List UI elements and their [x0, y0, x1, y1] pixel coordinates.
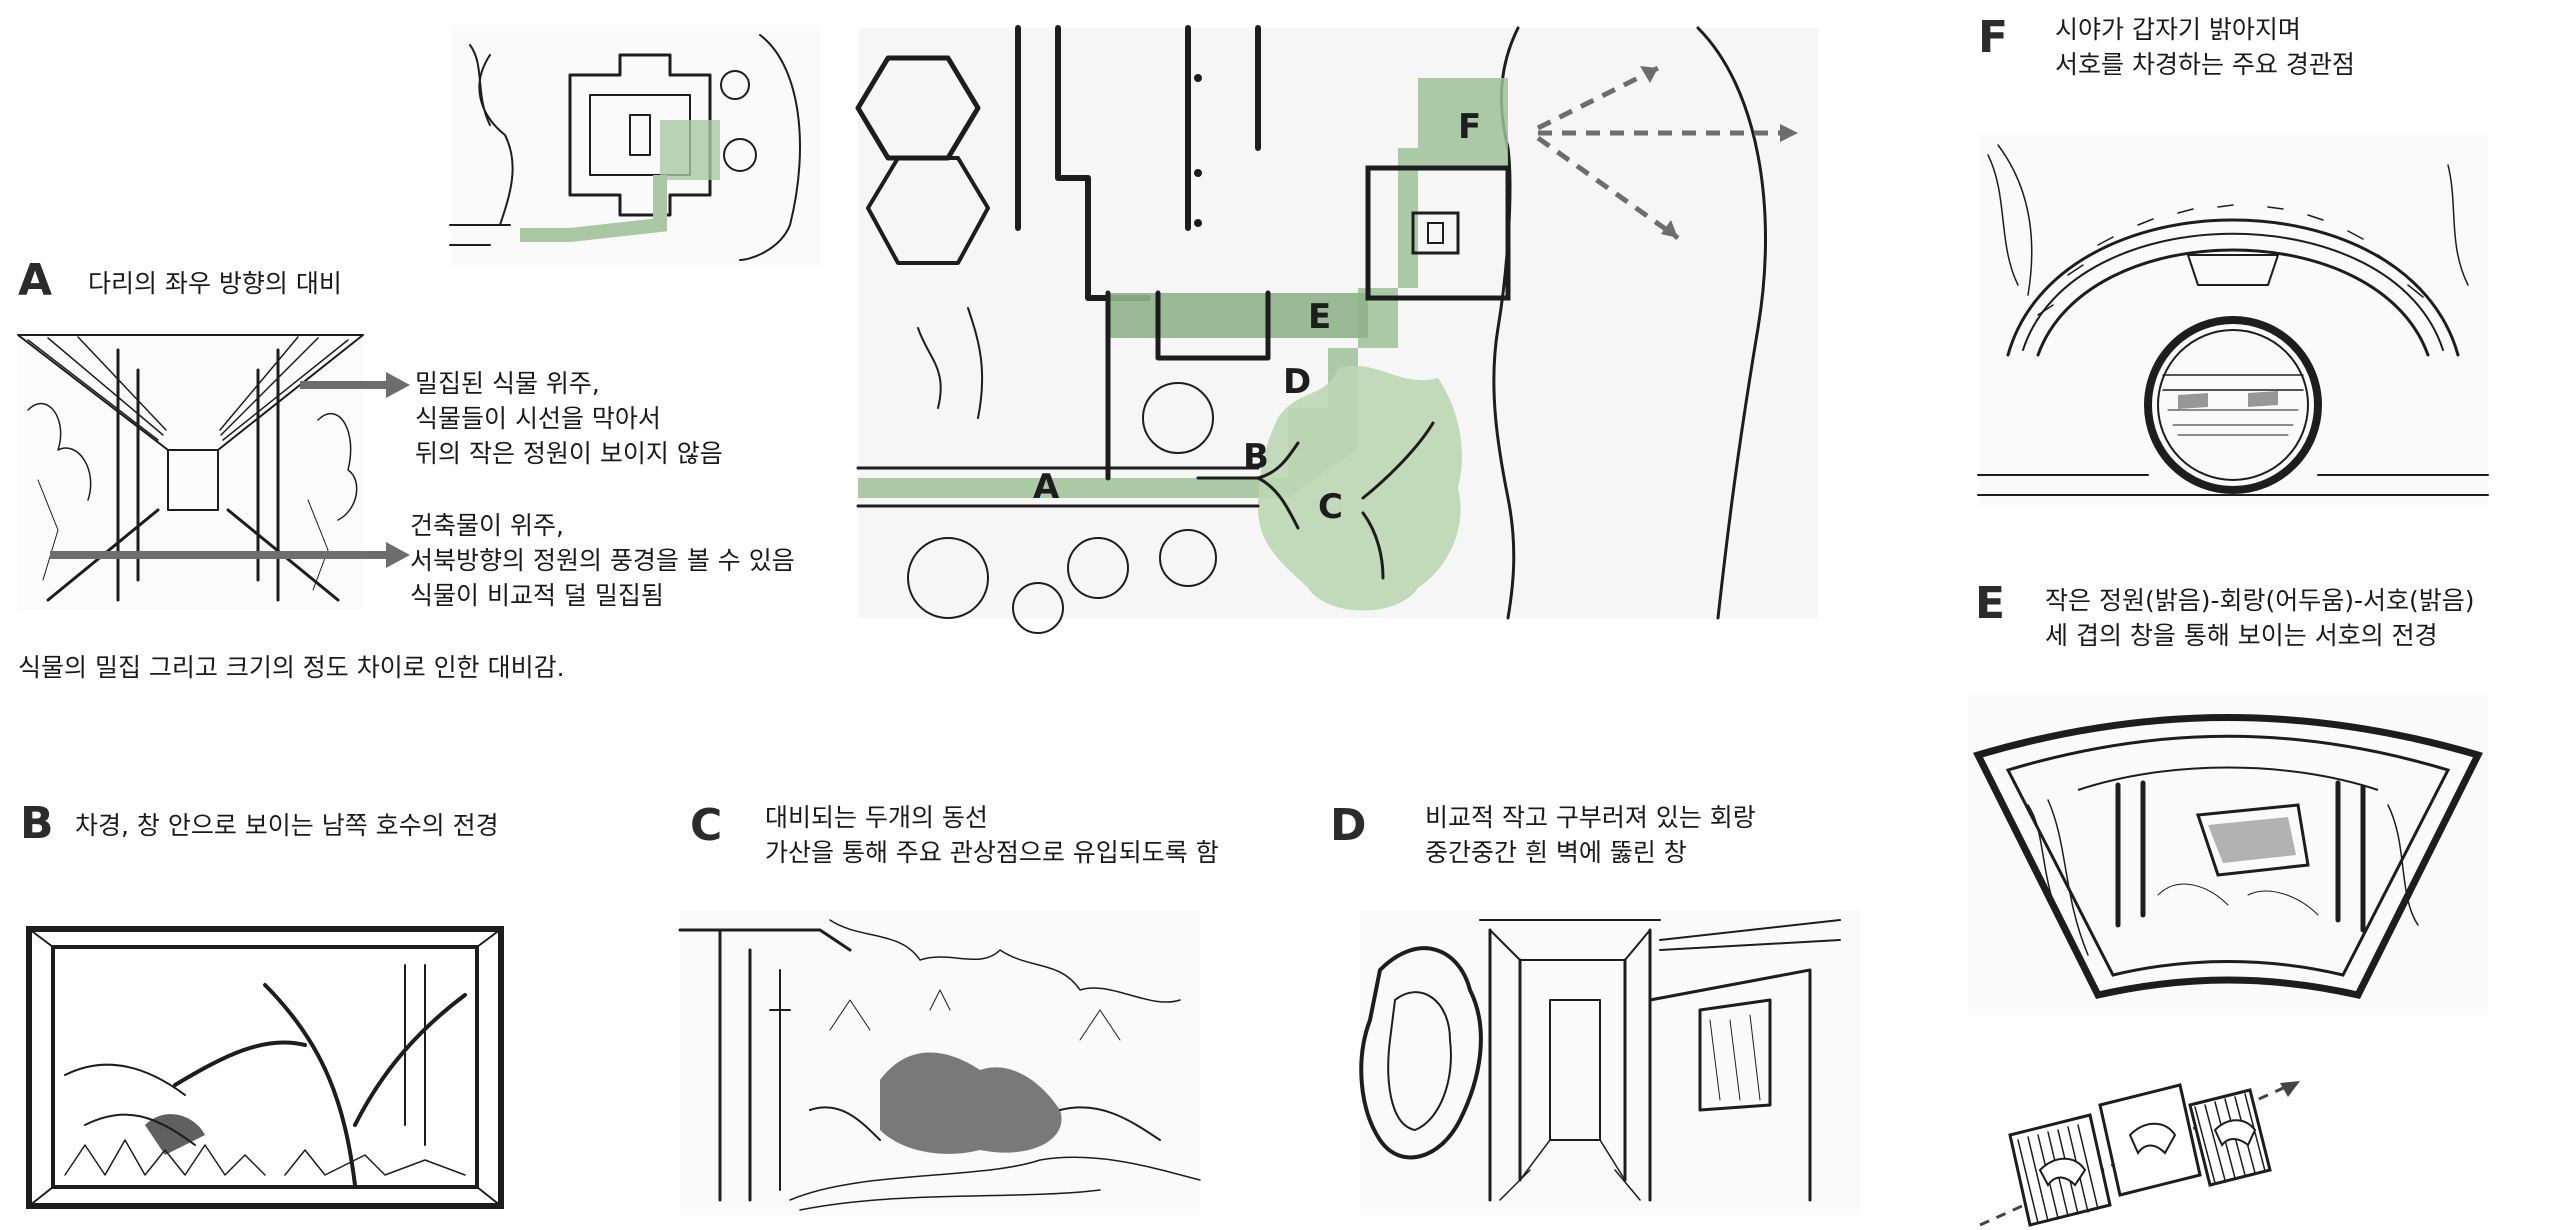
section-f-letter: F: [1978, 12, 2009, 63]
plan-label-e: E: [1308, 297, 1331, 337]
section-c-caption-line: 대비되는 두개의 동선: [765, 803, 988, 832]
fan-window-sketch: [1968, 695, 2488, 1015]
layered-windows-diagram: [1979, 1081, 2300, 1227]
section-f-caption-line: 시야가 갑자기 밝아지며: [2055, 15, 2301, 44]
section-b-letter: B: [20, 798, 54, 849]
section-c-caption: 대비되는 두개의 동선 가산을 통해 주요 관상점으로 유입되도록 함: [765, 800, 1219, 870]
section-c-letter: C: [690, 800, 723, 851]
section-f-caption-line: 서호를 차경하는 주요 경관점: [2055, 50, 2355, 79]
plan-label-a: A: [1033, 467, 1060, 507]
section-e-letter: E: [1975, 578, 2006, 629]
section-e-caption-line: 작은 정원(밝음)-회랑(어두움)-서호(밝음): [2045, 586, 2475, 615]
section-a-title: 다리의 좌우 방향의 대비: [88, 269, 342, 298]
section-a-lower-note: 건축물이 위주, 서북방향의 정원의 풍경을 볼 수 있음 식물이 비교적 덜 …: [410, 508, 795, 613]
plan-label-f: F: [1458, 107, 1481, 147]
section-f-caption: 시야가 갑자기 밝아지며 서호를 차경하는 주요 경관점: [2055, 12, 2355, 82]
section-d-caption-line: 비교적 작고 구부러져 있는 회랑: [1425, 803, 1756, 832]
section-a-summary: 식물의 밀집 그리고 크기의 정도 차이로 인한 대비감.: [18, 653, 565, 682]
section-d-letter: D: [1330, 800, 1367, 851]
section-b-caption: 차경, 창 안으로 보이는 남쪽 호수의 전경: [75, 811, 499, 840]
section-e-caption-line: 세 겹의 창을 통해 보이는 서호의 전경: [2045, 621, 2438, 650]
section-a-lower-note-line: 건축물이 위주,: [410, 511, 564, 540]
section-a-upper-note-line: 뒤의 작은 정원이 보이지 않음: [415, 439, 723, 468]
bridge-sketch: [17, 330, 364, 610]
section-d-caption: 비교적 작고 구부러져 있는 회랑 중간중간 흰 벽에 뚫린 창: [1425, 800, 1756, 870]
a-lower-arrow: [50, 542, 410, 568]
corridor-sketch: [1359, 910, 1860, 1215]
section-a-upper-note-line: 식물들이 시선을 막아서: [415, 404, 661, 433]
section-a-upper-note-line: 밀집된 식물 위주,: [415, 369, 600, 398]
section-a-lower-note-line: 서북방향의 정원의 풍경을 볼 수 있음: [410, 546, 795, 575]
key-map: [449, 25, 820, 265]
plan-label-c: C: [1318, 487, 1343, 527]
section-a-lower-note-line: 식물이 비교적 덜 밀집됨: [410, 581, 664, 610]
moon-gate-sketch: [1977, 135, 2489, 505]
a-upper-arrow: [300, 372, 410, 398]
rockery-path-sketch: [678, 910, 1201, 1215]
section-d-caption-line: 중간중간 흰 벽에 뚫린 창: [1425, 838, 1687, 867]
plan-label-b: B: [1243, 437, 1269, 477]
site-plan: A B C D E F: [855, 25, 1818, 634]
section-a-upper-note: 밀집된 식물 위주, 식물들이 시선을 막아서 뒤의 작은 정원이 보이지 않음: [415, 366, 723, 471]
section-e-caption: 작은 정원(밝음)-회랑(어두움)-서호(밝음) 세 겹의 창을 통해 보이는 …: [2045, 583, 2475, 653]
plan-label-d: D: [1283, 362, 1311, 402]
section-a-letter: A: [18, 255, 53, 306]
window-lake-sketch: [26, 926, 504, 1209]
section-c-caption-line: 가산을 통해 주요 관상점으로 유입되도록 함: [765, 838, 1219, 867]
